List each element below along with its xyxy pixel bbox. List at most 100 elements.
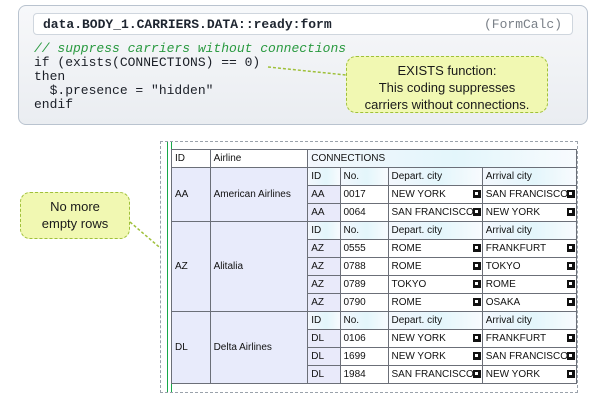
connection-number: 0555 xyxy=(339,239,389,258)
code-line-endif: endif xyxy=(34,97,74,112)
field-marker-icon xyxy=(567,352,575,360)
arrival-city-text: SAN FRANCISCO xyxy=(485,351,568,362)
field-marker-icon xyxy=(472,334,481,342)
depart-city-text: NEW YORK xyxy=(391,333,446,344)
connection-number: 0790 xyxy=(339,293,389,312)
connection-carrier-id: DL xyxy=(307,365,341,384)
connection-arrival-city: NEW YORK xyxy=(481,203,577,222)
depart-city-text: SAN FRANCISCO xyxy=(391,369,474,380)
field-marker-icon xyxy=(567,190,575,198)
arrival-city-text: FRANKFURT xyxy=(485,243,547,254)
connection-carrier-id: AZ xyxy=(307,239,341,258)
connection-carrier-id: AZ xyxy=(307,257,341,276)
arrival-city-text: OSAKA xyxy=(485,297,521,308)
callout-pointer-exists xyxy=(267,66,347,76)
depart-city-text: ROME xyxy=(391,297,422,308)
code-line-presence: $.presence = "hidden" xyxy=(34,83,214,98)
subheader-arrival: Arrival city xyxy=(481,167,577,186)
connection-depart-city: NEW YORK xyxy=(387,347,483,366)
field-marker-icon xyxy=(472,190,481,198)
subheader-depart: Depart. city xyxy=(387,167,483,186)
field-marker-icon xyxy=(567,334,575,342)
field-marker-icon xyxy=(472,298,481,306)
connection-arrival-city: SAN FRANCISCO xyxy=(481,185,577,204)
connection-depart-city: NEW YORK xyxy=(387,329,483,348)
connection-number: 1984 xyxy=(339,365,389,384)
subheader-id: ID xyxy=(307,221,341,240)
subheader-depart: Depart. city xyxy=(387,221,483,240)
field-marker-icon xyxy=(567,280,575,288)
field-marker-icon xyxy=(567,298,575,306)
subheader-depart: Depart. city xyxy=(387,311,483,330)
field-marker-icon xyxy=(472,280,481,288)
empty-rows-callout: No more empty rows xyxy=(20,192,130,239)
subheader-arrival: Arrival city xyxy=(481,221,577,240)
script-language: (FormCalc) xyxy=(483,17,562,32)
exists-callout-line-3: carriers without connections. xyxy=(364,97,530,112)
code-listing: // suppress carriers without connections… xyxy=(34,42,346,112)
header-airline: Airline xyxy=(209,149,309,168)
connection-arrival-city: TOKYO xyxy=(481,257,577,276)
connection-carrier-id: DL xyxy=(307,347,341,366)
code-line-if: if (exists(CONNECTIONS) == 0) xyxy=(34,55,261,70)
field-marker-icon xyxy=(472,208,481,216)
connection-depart-city: ROME xyxy=(387,239,483,258)
empty-rows-callout-line-1: No more xyxy=(50,199,100,214)
depart-city-text: ROME xyxy=(391,261,422,272)
connection-carrier-id: AA xyxy=(307,185,341,204)
script-path: data.BODY_1.CARRIERS.DATA::ready:form xyxy=(43,17,332,32)
connection-number: 0789 xyxy=(339,275,389,294)
header-connections: CONNECTIONS xyxy=(307,149,577,168)
connection-depart-city: ROME xyxy=(387,293,483,312)
subheader-arrival: Arrival city xyxy=(481,311,577,330)
connection-carrier-id: DL xyxy=(307,329,341,348)
connection-number: 1699 xyxy=(339,347,389,366)
arrival-city-text: NEW YORK xyxy=(485,369,541,380)
header-id: ID xyxy=(171,149,211,168)
depart-city-text: TOKYO xyxy=(391,279,427,290)
code-line-comment: // suppress carriers without connections xyxy=(34,41,347,56)
depart-city-text: NEW YORK xyxy=(391,351,446,362)
field-marker-icon xyxy=(567,208,575,216)
carrier-id: AA xyxy=(171,167,211,222)
connection-arrival-city: SAN FRANCISCO xyxy=(481,347,577,366)
carrier-id: AZ xyxy=(171,221,211,312)
exists-callout-line-2: This coding suppresses xyxy=(378,80,516,95)
connection-number: 0064 xyxy=(339,203,389,222)
depart-city-text: NEW YORK xyxy=(391,189,446,200)
field-marker-icon xyxy=(472,262,481,270)
connection-carrier-id: AA xyxy=(307,203,341,222)
arrival-city-text: SAN FRANCISCO xyxy=(485,189,568,200)
arrival-city-text: TOKYO xyxy=(485,261,521,272)
field-marker-icon xyxy=(567,244,575,252)
carrier-name: Alitalia xyxy=(209,221,309,312)
connection-depart-city: TOKYO xyxy=(387,275,483,294)
connection-carrier-id: AZ xyxy=(307,275,341,294)
field-marker-icon xyxy=(472,352,481,360)
field-marker-icon xyxy=(472,370,481,378)
subheader-id: ID xyxy=(307,167,341,186)
carrier-name: Delta Airlines xyxy=(209,311,309,384)
connection-depart-city: SAN FRANCISCO xyxy=(387,365,483,384)
field-marker-icon xyxy=(567,370,575,378)
empty-rows-callout-line-2: empty rows xyxy=(41,216,109,231)
arrival-city-text: ROME xyxy=(485,279,516,290)
carrier-name: American Airlines xyxy=(209,167,309,222)
subheader-no: No. xyxy=(339,311,389,330)
connection-arrival-city: ROME xyxy=(481,275,577,294)
field-marker-icon xyxy=(567,262,575,270)
connection-depart-city: SAN FRANCISCO xyxy=(387,203,483,222)
depart-city-text: SAN FRANCISCO xyxy=(391,207,474,218)
connection-depart-city: NEW YORK xyxy=(387,185,483,204)
connection-number: 0017 xyxy=(339,185,389,204)
table-header-row: ID Airline CONNECTIONS xyxy=(171,149,577,168)
connection-arrival-city: FRANKFURT xyxy=(481,239,577,258)
